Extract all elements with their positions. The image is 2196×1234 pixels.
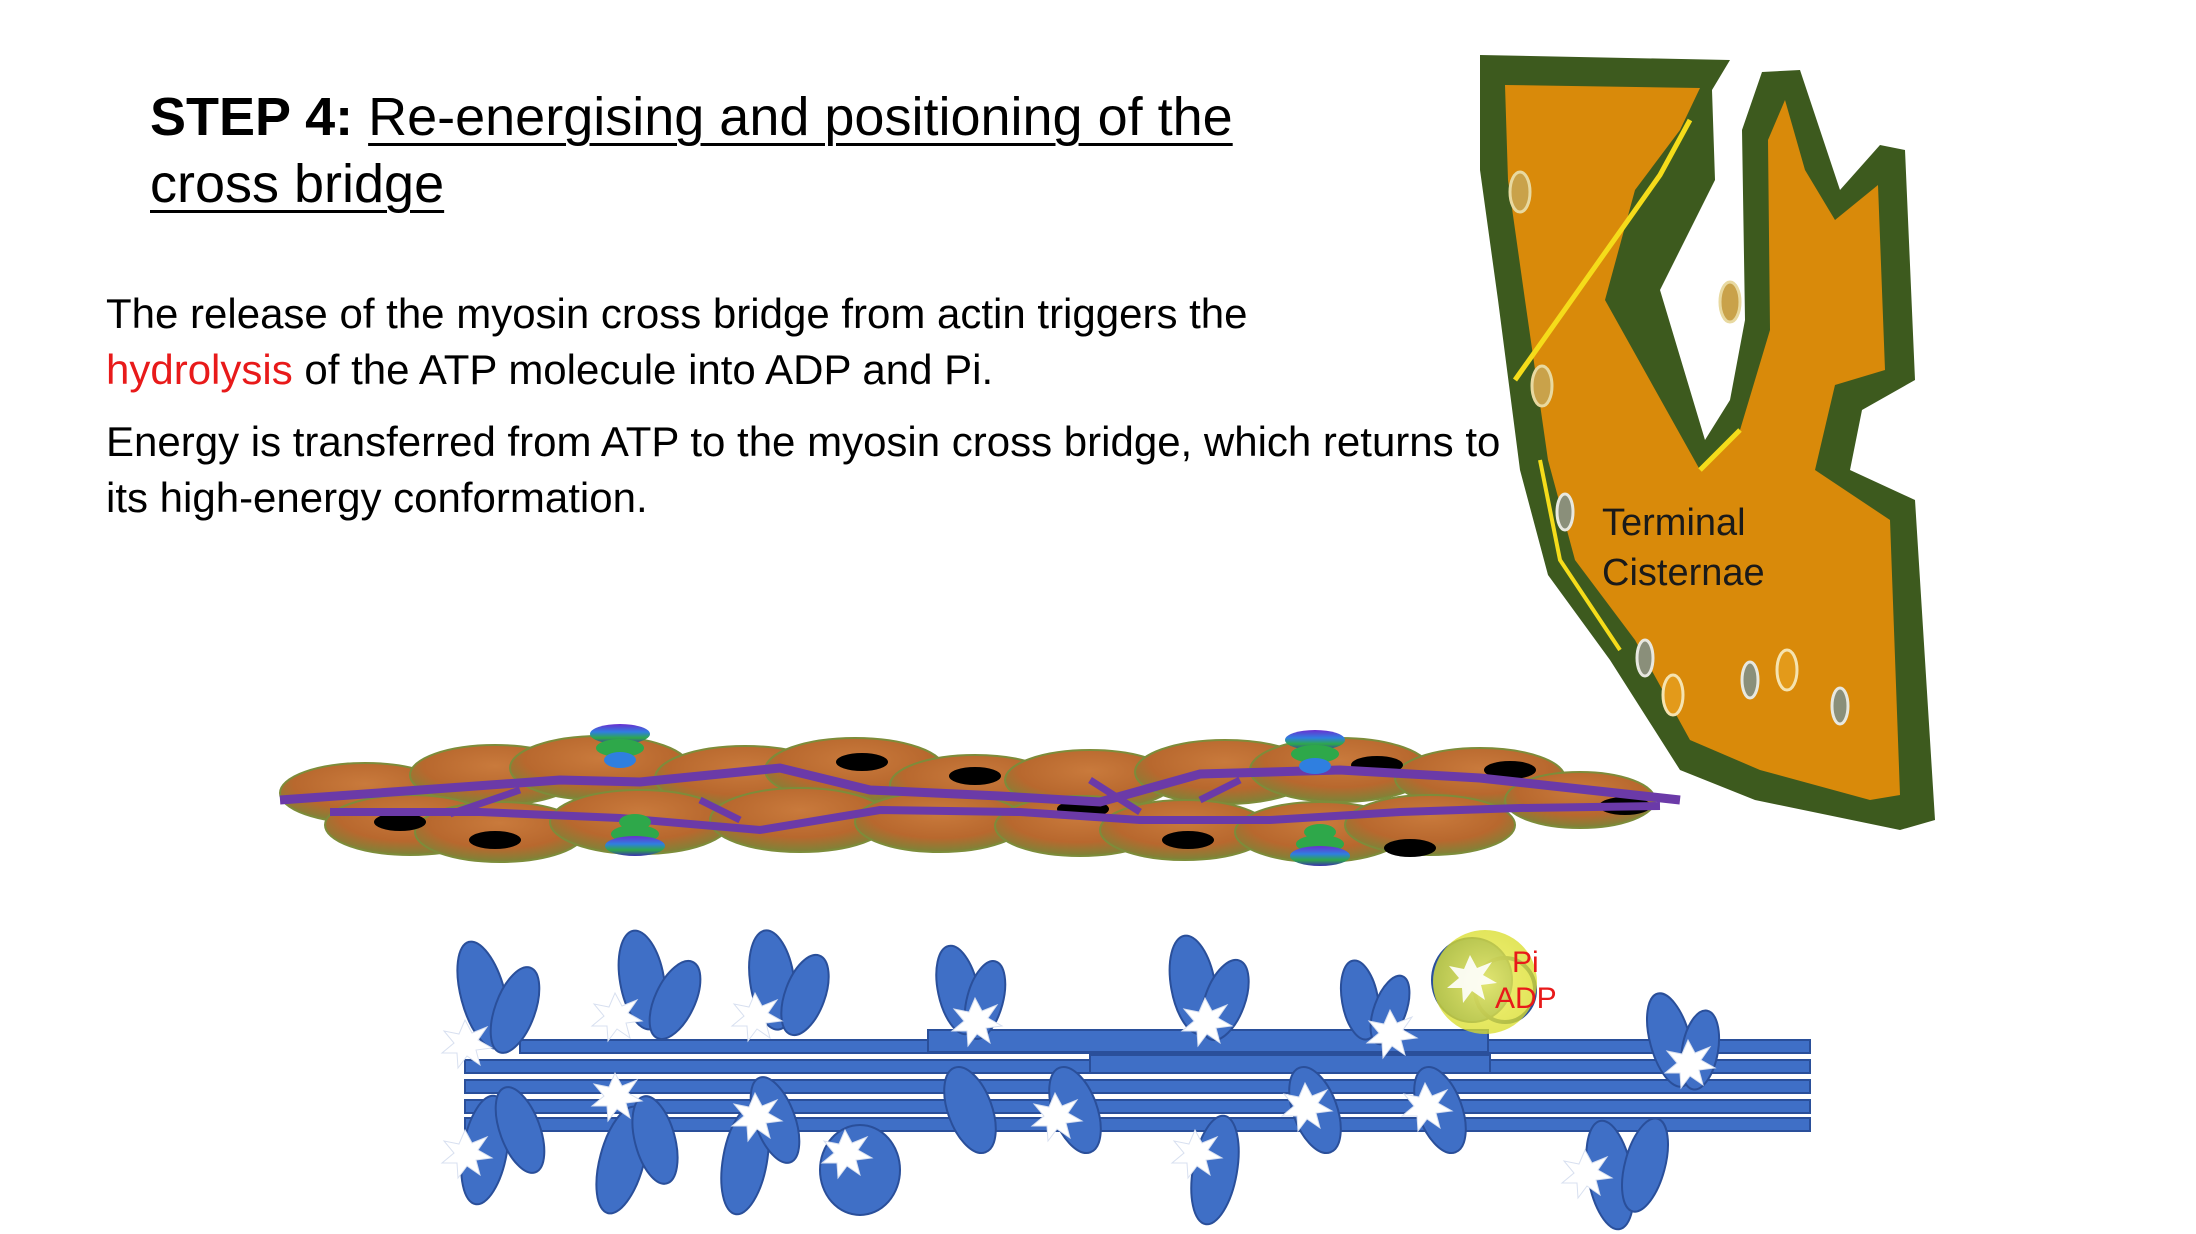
terminal-cisternae-label-line2: Cisternae: [1602, 552, 1765, 594]
step-label: STEP 4:: [150, 87, 354, 147]
actin-thin-filament: [279, 724, 1681, 866]
adp-label: ADP: [1495, 982, 1557, 1015]
terminal-cisternae-label-line1: Terminal: [1602, 502, 1746, 544]
paragraph-hydrolysis-start: The release of the myosin cross bridge f…: [106, 290, 1248, 337]
slide-title: STEP 4: Re-energising and positioning of…: [150, 84, 1350, 218]
step-subtitle: Re-energising and positioning of the cro…: [150, 87, 1233, 214]
paragraph-hydrolysis: The release of the myosin cross bridge f…: [106, 286, 1506, 398]
hydrolysis-highlight: hydrolysis: [106, 346, 293, 393]
troponin-complex: [590, 724, 1350, 866]
myosin-thick-filament: [464, 1029, 1811, 1132]
myosin-heads: [456, 929, 1721, 1231]
paragraph-energy-transfer: Energy is transferred from ATP to the my…: [106, 418, 1501, 521]
pi-label: Pi: [1512, 946, 1539, 979]
terminal-cisternae-shape: [1480, 55, 1935, 830]
terminal-cisternae-label: Terminal Cisternae: [1602, 498, 1765, 598]
paragraph-hydrolysis-end: of the ATP molecule into ADP and Pi.: [292, 346, 994, 393]
hydrolysis-myosin-head: [1431, 930, 1537, 1034]
body-text: The release of the myosin cross bridge f…: [106, 286, 1506, 542]
energy-starbursts: [440, 991, 1717, 1200]
